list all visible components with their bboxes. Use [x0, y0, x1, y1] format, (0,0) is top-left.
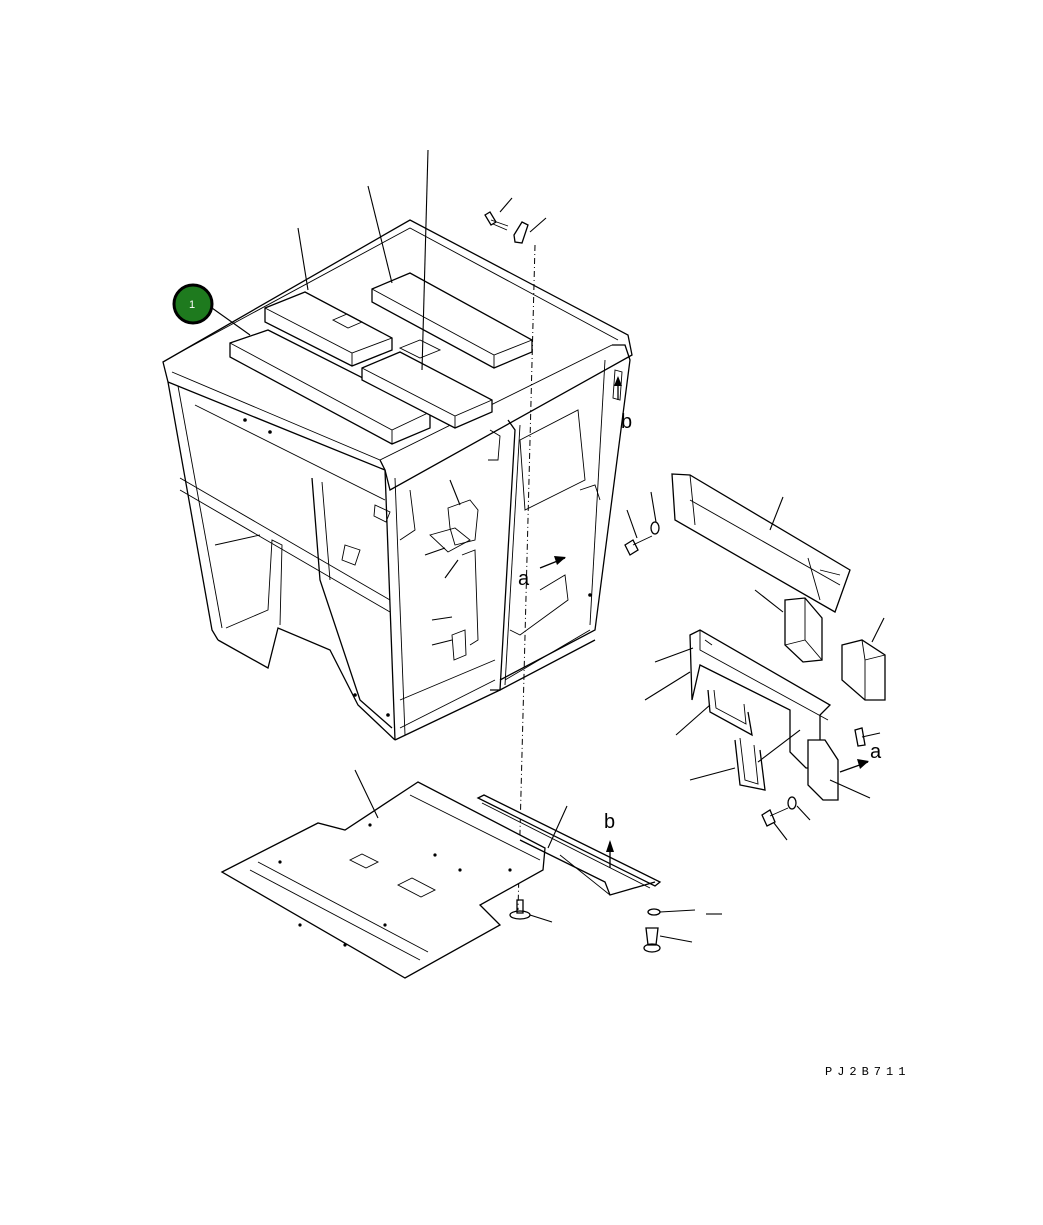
cab-roof — [162, 219, 633, 491]
floor-mat — [220, 781, 546, 979]
callout-1[interactable]: 1 — [172, 283, 214, 325]
floor-bolts — [509, 899, 661, 953]
right-bolts — [624, 521, 797, 827]
side-pad — [841, 639, 886, 701]
floor-rail — [476, 794, 662, 896]
reference-label-a-cab: a — [518, 568, 530, 590]
callout-number: 1 — [189, 299, 195, 311]
drawing-code: PJ2B711 — [825, 1065, 910, 1079]
rear-cover-panel — [671, 473, 851, 613]
reference-label-b-upper: b — [621, 411, 632, 433]
u-clips — [707, 689, 766, 791]
arrow-b-lower — [606, 840, 614, 868]
arrow-a-right — [839, 759, 869, 773]
top-bolt-assembly — [484, 211, 529, 244]
cab-frame — [167, 344, 631, 741]
arrow-a-cab — [539, 556, 566, 569]
arrow-b-upper — [614, 376, 622, 400]
reference-label-a-right: a — [870, 741, 882, 763]
small-clip-right — [854, 727, 866, 747]
pad-block — [784, 597, 823, 663]
leader-lines — [211, 149, 885, 943]
reference-label-b-lower: b — [604, 811, 615, 833]
side-plate — [807, 739, 839, 801]
